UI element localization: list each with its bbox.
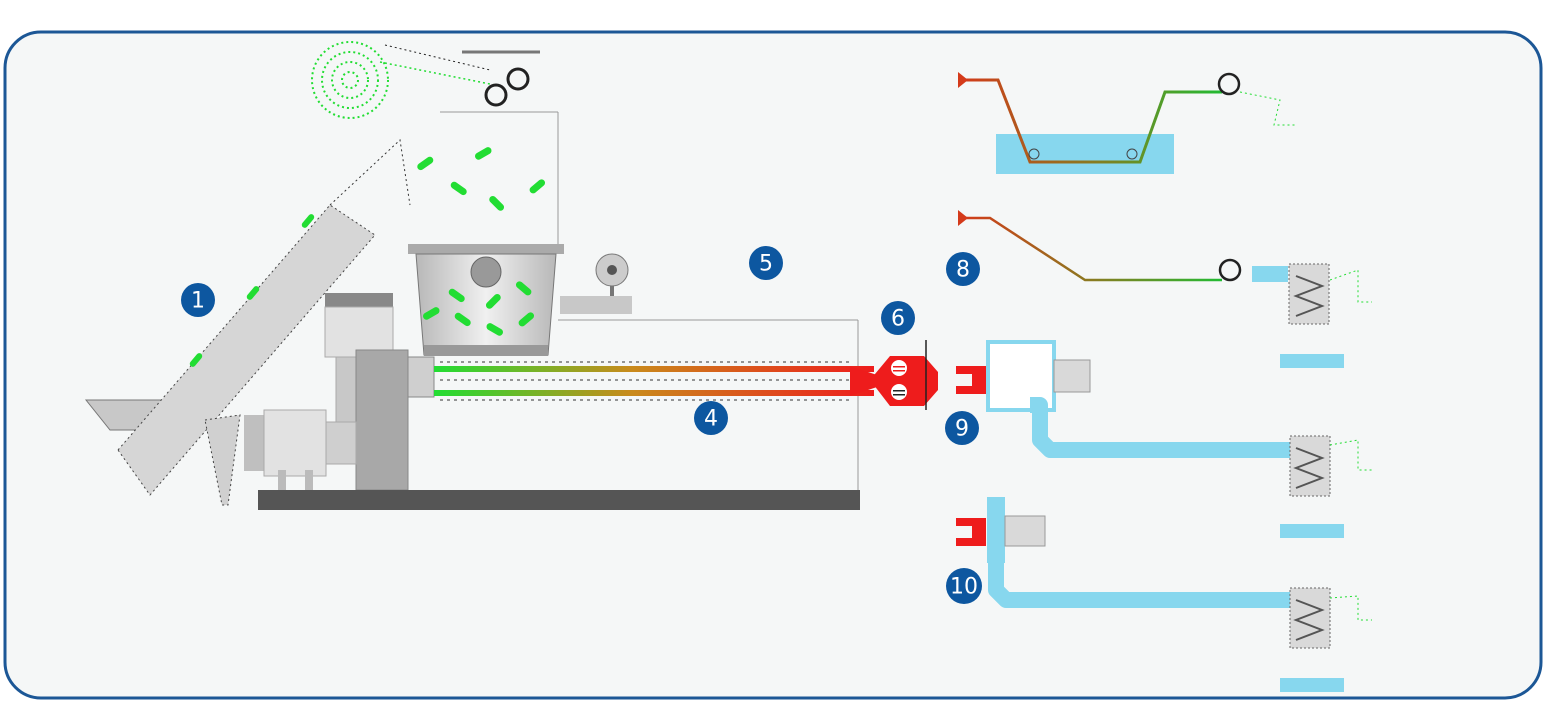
inclined-conveyor: [84, 138, 411, 506]
step-badge-8-label: 8: [956, 258, 970, 283]
cooling-fan: [560, 253, 632, 314]
puller-roller-icon: [1218, 258, 1242, 282]
step-badge-10: 10: [946, 568, 982, 604]
top-spool: [311, 41, 389, 119]
step-badge-1-label: 1: [191, 289, 205, 314]
die-head: [870, 340, 938, 410]
step-badge-6-label: 6: [891, 307, 905, 332]
guide-roller-icon: [506, 67, 530, 91]
step-badge-9: 9: [945, 411, 979, 445]
step-badge-4-label: 4: [704, 407, 718, 432]
step-badge-5-label: 5: [759, 252, 773, 277]
drive-motor: [244, 293, 435, 491]
underwater-pelletizer: [956, 497, 1372, 692]
step-badge-4: 4: [694, 401, 728, 435]
compactor-hopper: [408, 244, 564, 356]
guide-roller-icon: [484, 83, 508, 107]
water-bath-line: [958, 72, 1295, 174]
step-badge-10-label: 10: [950, 575, 978, 600]
water-ring-pelletizer: [956, 340, 1372, 538]
puller-roller-icon: [1217, 72, 1241, 96]
step-badge-8: 8: [946, 252, 980, 286]
machine-base: [258, 490, 860, 510]
extruder-barrel: [434, 361, 880, 401]
air-cooling-line: [958, 210, 1372, 368]
diagram-frame: [3, 30, 1543, 700]
step-badge-1: 1: [181, 283, 215, 317]
step-badge-9-label: 9: [955, 417, 969, 442]
step-badge-5: 5: [749, 246, 783, 280]
falling-pellets: [417, 147, 546, 211]
step-badge-6: 6: [881, 301, 915, 335]
